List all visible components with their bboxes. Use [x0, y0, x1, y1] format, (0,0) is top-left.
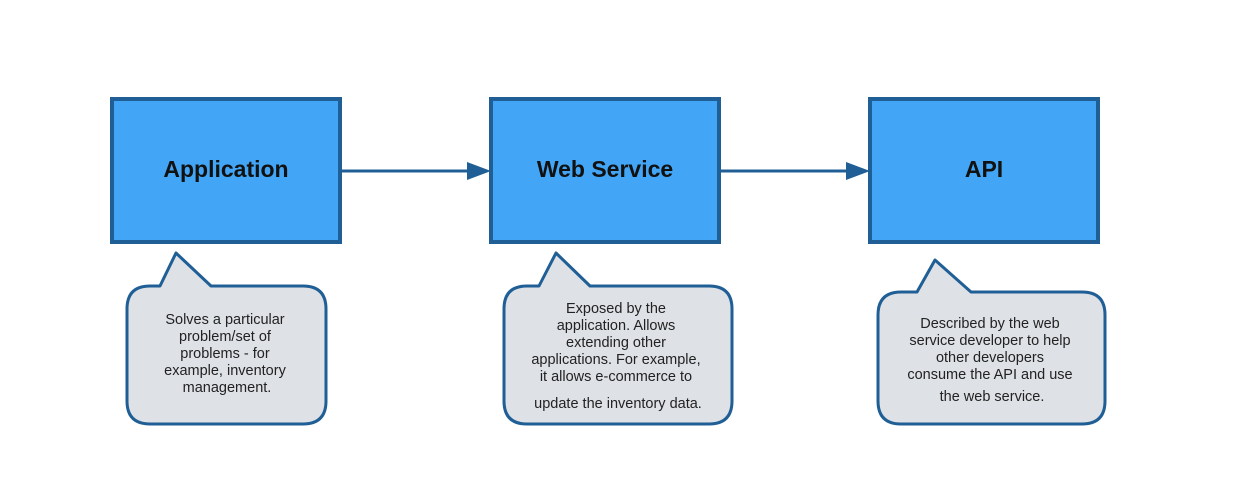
callout-web-service: Exposed by the application. Allows exten… — [502, 251, 734, 426]
node-box — [868, 97, 1100, 244]
callout-line: management. — [183, 380, 272, 396]
node-application[interactable]: Application — [110, 97, 342, 244]
callout-line: it allows e-commerce to — [540, 369, 692, 385]
callout-line: problems - for — [180, 346, 270, 362]
callout-line: consume the API and use — [907, 367, 1072, 383]
node-web-service[interactable]: Web Service — [489, 97, 721, 244]
callout-line: Solves a particular — [165, 312, 284, 328]
callout-line: problem/set of — [179, 329, 272, 345]
callout-line: update the inventory data. — [534, 396, 702, 412]
node-box — [110, 97, 342, 244]
connector-application-to-web-service — [341, 162, 491, 180]
callout-bubble — [502, 251, 734, 426]
callout-line: Described by the web — [920, 316, 1059, 332]
callout-line: applications. For example, — [531, 352, 700, 368]
node-box — [489, 97, 721, 244]
callout-api: Described by the web service developer t… — [876, 258, 1107, 426]
callout-line: other developers — [936, 350, 1044, 366]
node-label-api: API — [965, 156, 1003, 182]
node-api[interactable]: API — [868, 97, 1100, 244]
callout-text: Described by the web service developer t… — [907, 316, 1076, 405]
callout-line: service developer to help — [909, 333, 1070, 349]
callout-line: example, inventory — [164, 363, 286, 379]
callout-application: Solves a particular problem/set of probl… — [125, 251, 328, 426]
callout-bubble — [876, 258, 1107, 426]
callout-text: Solves a particular problem/set of probl… — [164, 312, 290, 396]
callout-line: the web service. — [940, 389, 1045, 405]
node-label-web-service: Web Service — [537, 156, 673, 182]
callout-line: application. Allows — [557, 318, 676, 334]
callout-line: Exposed by the — [566, 301, 666, 317]
callout-line: extending other — [566, 335, 666, 351]
callout-text: Exposed by the application. Allows exten… — [531, 301, 704, 412]
connector-web-service-to-api — [720, 162, 870, 180]
node-label-application: Application — [163, 156, 288, 182]
callout-bubble — [125, 251, 328, 426]
arrow-head-icon — [846, 162, 870, 180]
arrow-head-icon — [467, 162, 491, 180]
